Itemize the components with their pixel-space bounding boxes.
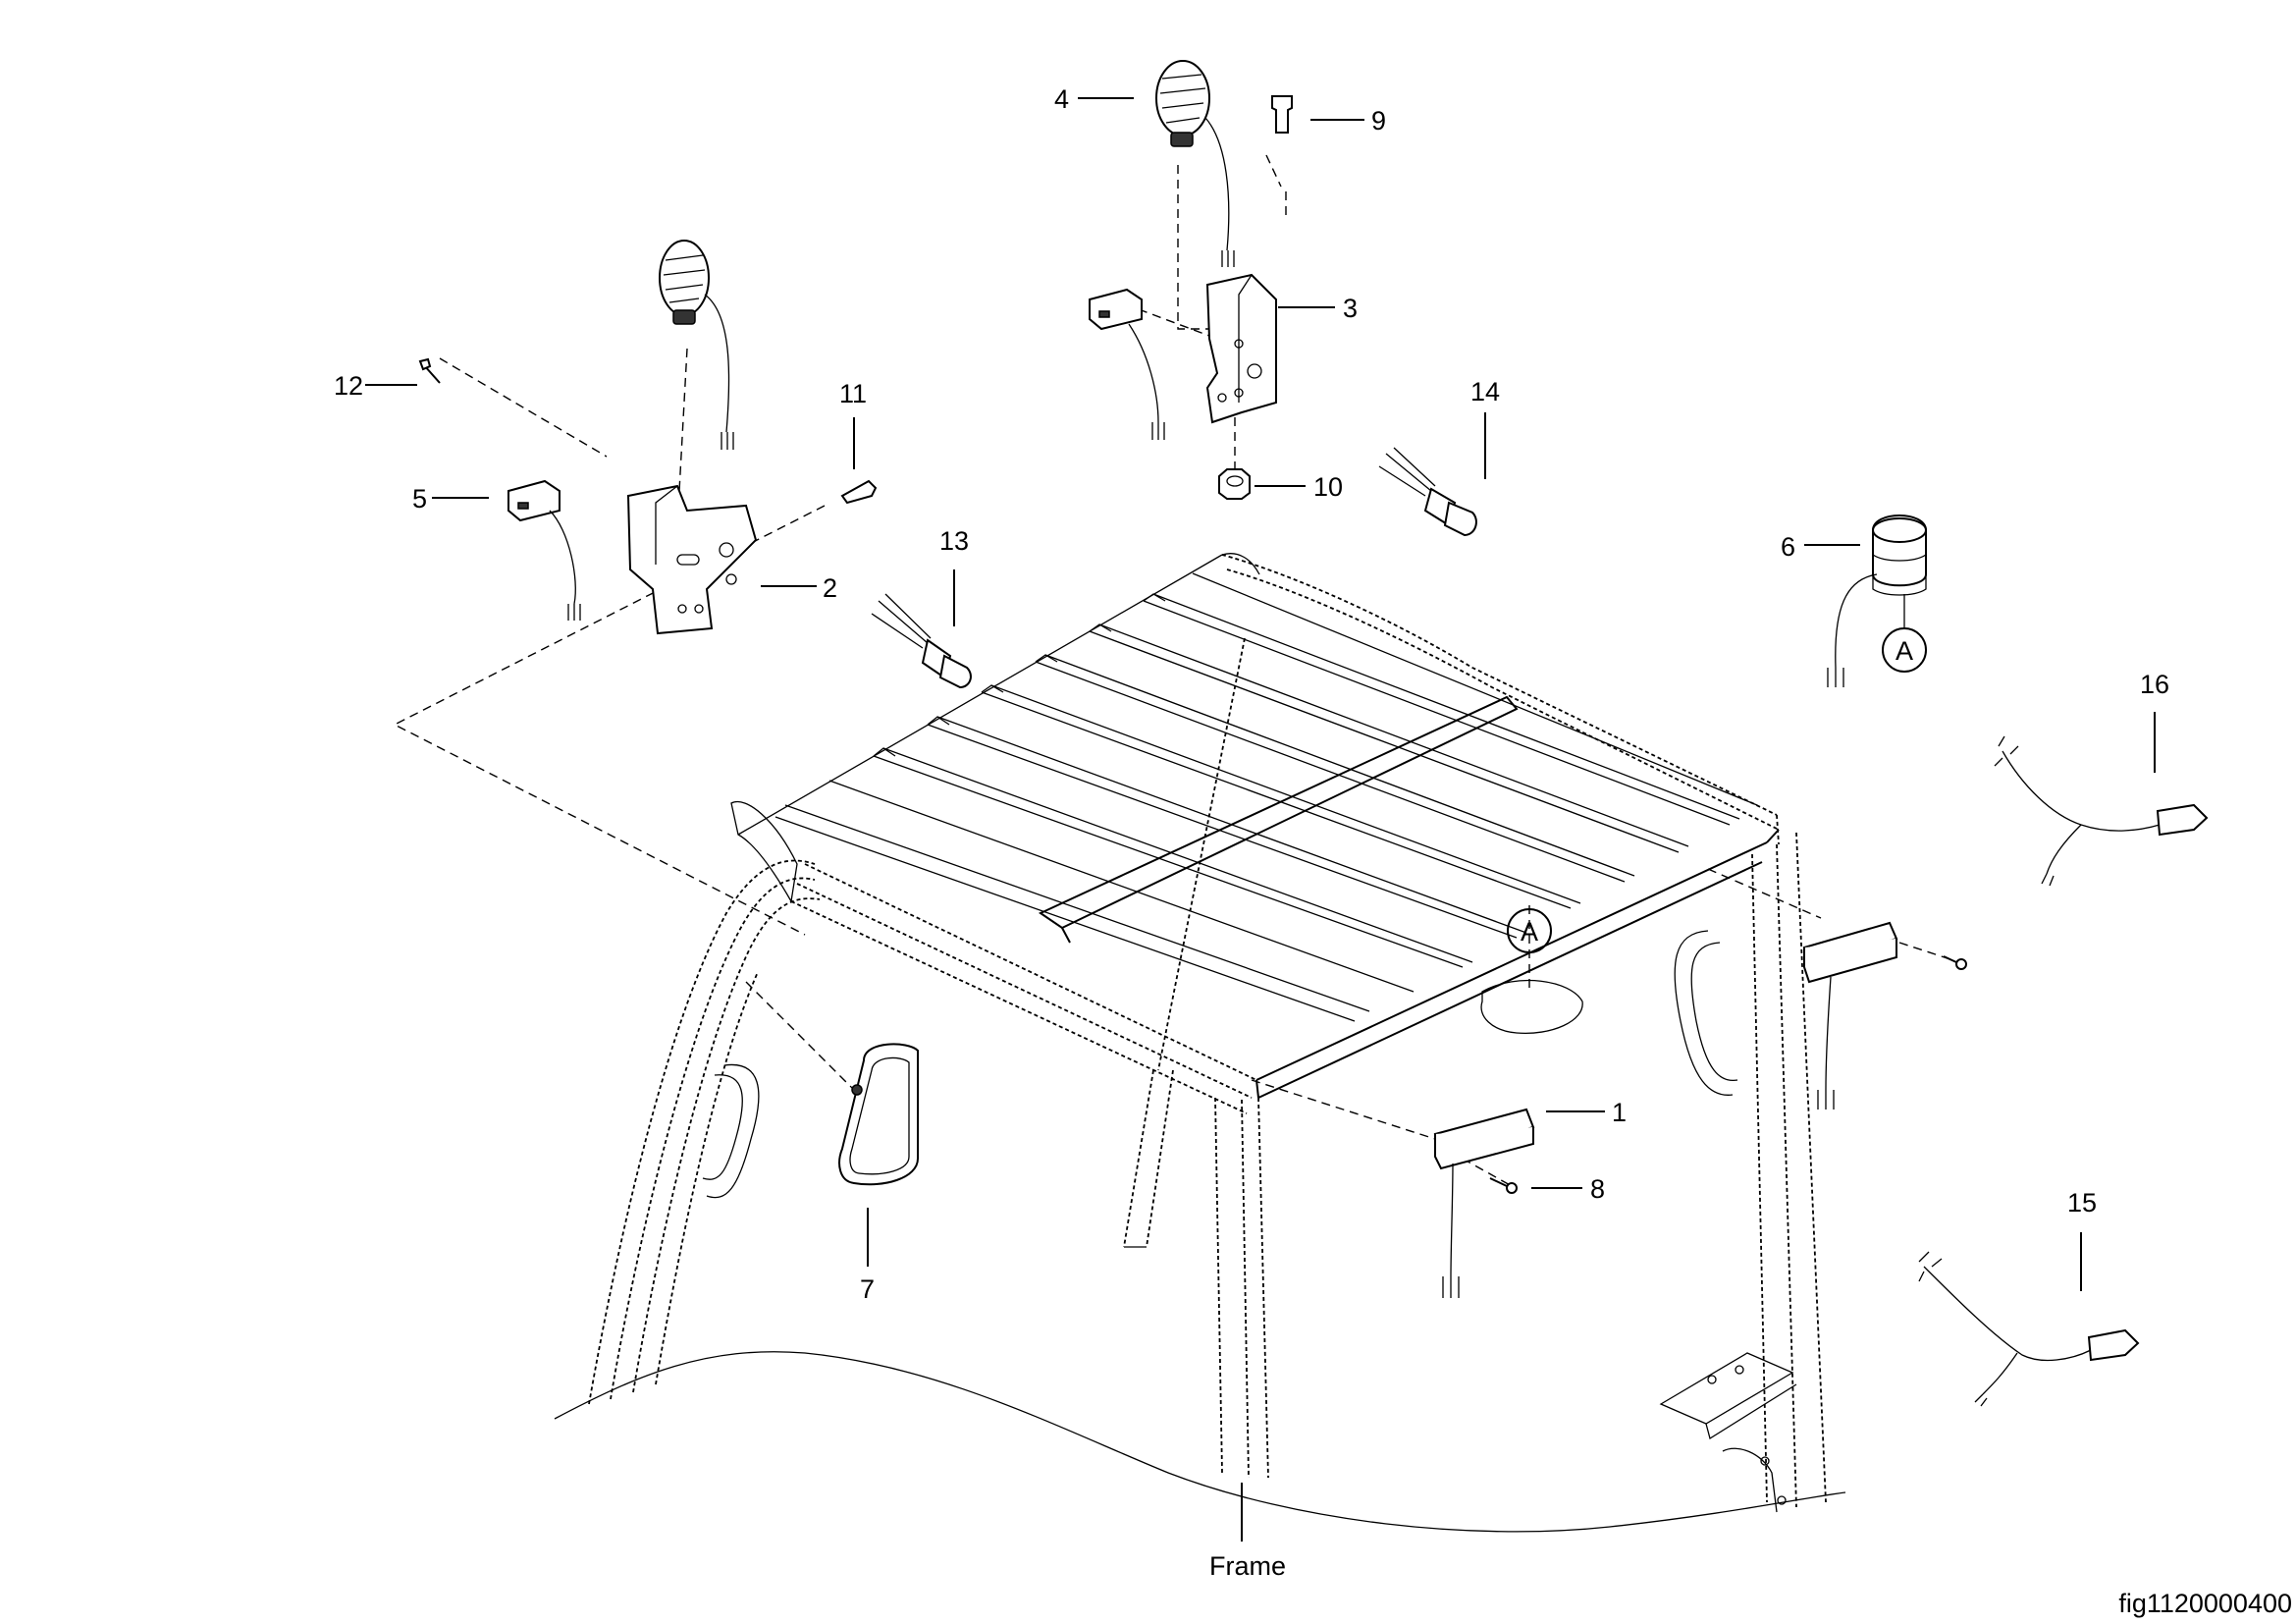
callout-15: 15 bbox=[2067, 1188, 2097, 1218]
callout-leaders bbox=[365, 97, 2156, 1542]
part-16-harness bbox=[1994, 735, 2209, 887]
part-14-harness bbox=[1378, 447, 1477, 537]
part-4-work-lamp bbox=[1155, 60, 1235, 267]
part-6-beacon bbox=[1827, 514, 1927, 687]
callout-14: 14 bbox=[1470, 377, 1500, 406]
callout-7: 7 bbox=[860, 1274, 875, 1304]
part-13-harness bbox=[871, 593, 972, 689]
left-work-lamp bbox=[659, 240, 734, 450]
top-switch bbox=[1089, 288, 1165, 440]
callout-12: 12 bbox=[334, 371, 363, 401]
callout-16: 16 bbox=[2140, 670, 2169, 699]
callout-6: 6 bbox=[1781, 532, 1795, 562]
callout-1: 1 bbox=[1612, 1098, 1627, 1127]
detail-marker-a-label: A bbox=[1896, 636, 1913, 666]
part-11-bolt bbox=[840, 479, 878, 505]
callout-5: 5 bbox=[412, 484, 427, 514]
detail-marker-a-label: A bbox=[1521, 917, 1538, 947]
part-1-side-lamp bbox=[1433, 1108, 1535, 1298]
part-15-harness bbox=[1918, 1251, 2140, 1407]
part-12-screw bbox=[418, 357, 441, 384]
slat-end-caps bbox=[873, 593, 1166, 757]
callout-8: 8 bbox=[1590, 1174, 1605, 1204]
callout-3: 3 bbox=[1343, 294, 1358, 323]
part-8-screw bbox=[1489, 1177, 1518, 1194]
figure-id: fig1120000400 bbox=[2118, 1589, 2292, 1618]
part-7-mirror bbox=[838, 1043, 919, 1186]
callout-10: 10 bbox=[1313, 472, 1343, 502]
callout-4: 4 bbox=[1054, 84, 1069, 114]
callout-11: 11 bbox=[839, 379, 867, 408]
callout-labels: 1 2 3 4 5 6 7 8 9 10 11 12 13 14 15 16 F… bbox=[334, 84, 2169, 1581]
callout-13: 13 bbox=[939, 526, 969, 556]
roof-slats bbox=[774, 572, 1758, 1022]
overhead-guard-frame bbox=[554, 553, 1846, 1533]
part-3-mounting-bracket bbox=[1205, 273, 1277, 424]
part-5-switch bbox=[507, 479, 581, 621]
callout-9: 9 bbox=[1371, 106, 1386, 135]
detail-marker-a-roof: A bbox=[1507, 908, 1552, 953]
part-9-bolt bbox=[1271, 95, 1293, 134]
right-side-lamp bbox=[1802, 921, 1898, 1110]
part-10-nut bbox=[1218, 468, 1251, 500]
part-2-mounting-bracket bbox=[626, 484, 758, 635]
callout-2: 2 bbox=[823, 573, 837, 603]
right-screw bbox=[1943, 955, 1967, 970]
assembly-lines bbox=[393, 154, 1954, 1187]
frame-label: Frame bbox=[1209, 1551, 1286, 1581]
detail-marker-a-beacon: A bbox=[1882, 627, 1927, 673]
